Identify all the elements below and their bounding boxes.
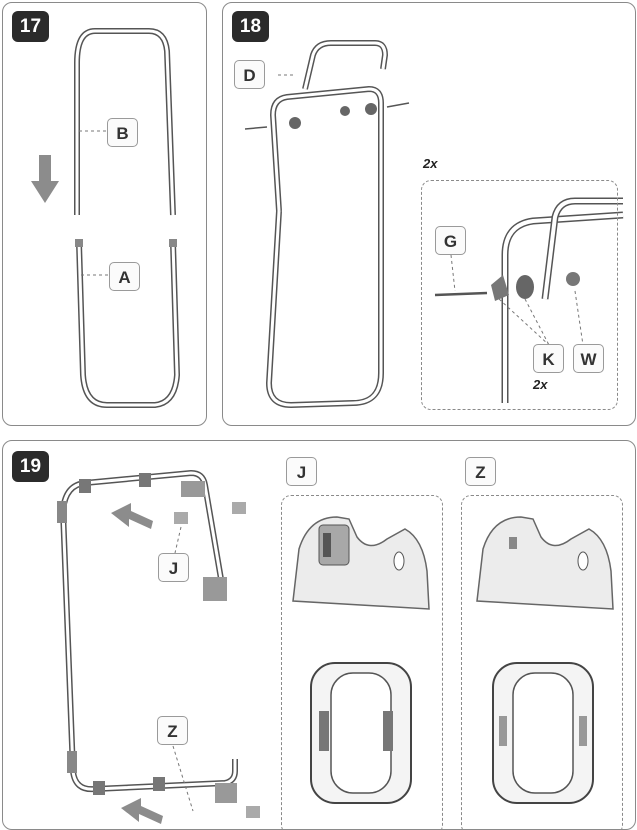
- detail-qty-top: 2x: [423, 156, 438, 171]
- part-label-w: W: [573, 344, 604, 373]
- part-label-j: J: [158, 553, 189, 582]
- part-label-b: B: [107, 118, 138, 147]
- part-label-a: A: [109, 262, 140, 291]
- step-19-panel: 19: [2, 440, 636, 830]
- part-label-k: K: [533, 344, 564, 373]
- step-18-badge: 18: [232, 11, 269, 42]
- detail-j-box: [281, 495, 443, 829]
- detail-z-box: [461, 495, 623, 829]
- part-label-z: Z: [157, 716, 188, 745]
- step-19-illustration: [57, 469, 614, 824]
- detail-label-j: J: [286, 457, 317, 486]
- detail-label-z: Z: [465, 457, 496, 486]
- step-17-illustration: [31, 28, 180, 408]
- detail-qty-bottom: 2x: [533, 377, 548, 392]
- step-18-detail-box: [421, 180, 618, 410]
- part-label-g: G: [435, 226, 466, 255]
- step-17-panel: 17 B A: [2, 2, 207, 426]
- step-17-badge: 17: [12, 11, 49, 42]
- step-19-badge: 19: [12, 451, 49, 482]
- step-18-panel: 18 D 2x G K W 2x: [222, 2, 636, 426]
- part-label-d: D: [234, 60, 265, 89]
- step-18-illustration: [244, 40, 624, 408]
